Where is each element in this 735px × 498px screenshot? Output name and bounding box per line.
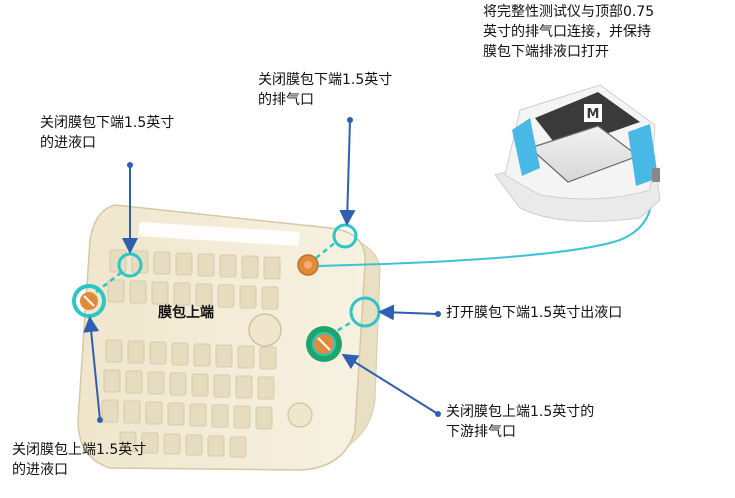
membrane-cassette (77, 204, 381, 471)
lower-inlet-label-line2: 的进液口 (40, 135, 96, 151)
port-upper-inlet (72, 284, 106, 318)
upper-inlet-label-line2: 的进液口 (12, 462, 68, 478)
upper-inlet-label: 关闭膜包上端1.5英寸 的进液口 (12, 440, 146, 480)
integrity-tester-device (494, 84, 661, 222)
arrow-upper-inlet-dot (97, 417, 103, 423)
upper-end-label: 膜包上端 (158, 305, 214, 321)
port-upper-vent (306, 326, 342, 362)
cassette-center-boss (248, 313, 282, 347)
lower-inlet-label-line1: 关闭膜包下端1.5英寸 (40, 115, 175, 131)
arrow-outlet-dot (435, 311, 441, 317)
callout-arrows (83, 117, 441, 423)
arrow-upper-vent-dot (435, 411, 441, 417)
port-lower-vent (297, 254, 319, 276)
cassette-label-strip (138, 222, 300, 246)
arrow-upper-vent (341, 353, 439, 415)
lower-vent-label: 关闭膜包下端1.5英寸 的排气口 (258, 70, 392, 110)
instrument-note-line1: 将完整性测试仪与顶部0.75 (483, 4, 655, 20)
instrument-note-line2: 英寸的排气口连接，并保持 (483, 24, 651, 40)
instrument-note: 将完整性测试仪与顶部0.75 英寸的排气口连接，并保持 膜包下端排液口打开 (483, 2, 654, 62)
arrow-upper-inlet (83, 316, 101, 421)
cassette-corner-boss (287, 402, 313, 428)
open-outlet-label: 打开膜包下端1.5英寸出液口 (446, 305, 623, 321)
arrow-lower-vent-dot (347, 117, 353, 123)
lower-inlet-label: 关闭膜包下端1.5英寸 的进液口 (40, 113, 174, 153)
arrow-lower-inlet-dot (127, 162, 133, 168)
instrument-note-line3: 膜包下端排液口打开 (483, 44, 609, 60)
upper-inlet-label-line1: 关闭膜包上端1.5英寸 (12, 442, 147, 458)
port-lower-vent-dash (315, 241, 337, 259)
arrow-lower-vent (339, 119, 356, 226)
upper-vent-label-line1: 关闭膜包上端1.5英寸的 (446, 404, 595, 420)
test-tube-line (317, 197, 653, 267)
device-logo-badge (584, 104, 602, 122)
lower-vent-label-line2: 的排气口 (258, 92, 314, 108)
upper-vent-label: 关闭膜包上端1.5英寸的 下游排气口 (446, 402, 594, 442)
port-lower-inlet-dash (95, 271, 123, 293)
cassette-grid (101, 249, 281, 458)
lower-vent-label-line1: 关闭膜包下端1.5英寸 (258, 72, 393, 88)
port-lower-inlet-ring (117, 252, 143, 278)
device-logo-letter: M (587, 107, 600, 122)
upper-vent-label-line2: 下游排气口 (446, 424, 516, 440)
arrow-outlet (378, 304, 439, 321)
